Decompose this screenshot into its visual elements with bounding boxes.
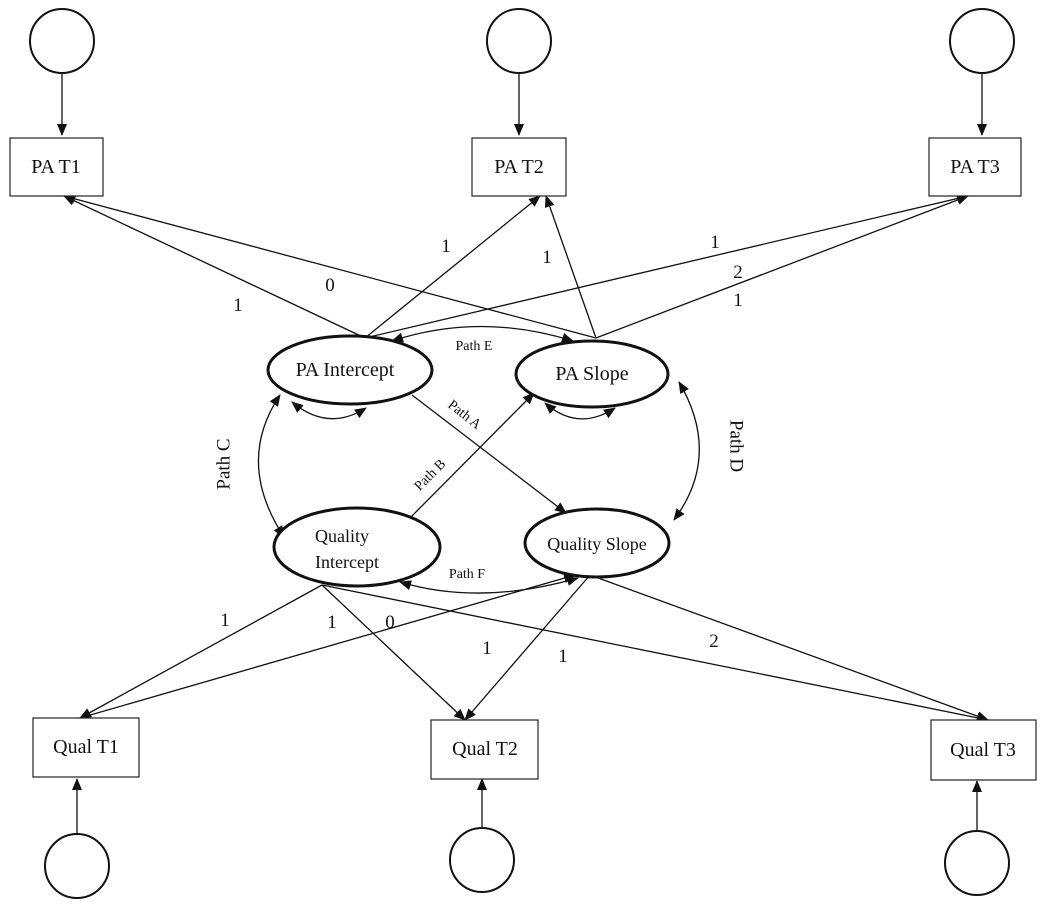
qual-t1-error-circle <box>44 833 110 899</box>
loading-qual-intercept-t1: 1 <box>220 610 230 631</box>
loading-qual-slope-t3: 2 <box>709 631 719 652</box>
path-d-arrow <box>673 381 700 521</box>
path-a-arrow <box>411 394 567 514</box>
quality-slope-to-qual-t1 <box>79 573 576 719</box>
pa-t2-box <box>471 137 567 197</box>
loading-pa-slope-t3-extra: 1 <box>733 290 743 311</box>
loading-pa-intercept-t3: 1 <box>710 232 720 253</box>
loading-pa-intercept-t1: 1 <box>233 295 243 316</box>
path-b-label: Path B <box>412 457 449 494</box>
pa-t1-label: PA T1 <box>31 156 80 178</box>
path-e-label: Path E <box>456 339 493 354</box>
qual-t3-error-circle <box>944 830 1010 896</box>
loading-pa-slope-t1: 0 <box>325 275 335 296</box>
path-c-arrow <box>257 394 285 538</box>
pa-t3-label: PA T3 <box>950 156 999 178</box>
quality-intercept-to-qual-t2 <box>321 584 466 721</box>
qual-t1-box <box>32 717 140 778</box>
loading-qual-intercept-t3: 0 <box>385 612 395 633</box>
loading-qual-slope-t2: 1 <box>558 646 568 667</box>
pa-slope-to-pa-t2 <box>544 195 597 339</box>
loading-qual-slope-t1: 1 <box>482 638 492 659</box>
pa-slope-variance-arc <box>544 402 616 420</box>
path-a-label: Path A <box>445 398 485 434</box>
pa-t3-box <box>928 137 1022 197</box>
pa-intercept-to-pa-t3 <box>364 193 969 339</box>
pa-slope-ellipse <box>514 339 670 409</box>
pa-slope-to-pa-t3 <box>595 195 969 339</box>
qual-t1-label: Qual T1 <box>53 736 119 758</box>
pa-intercept-label: PA Intercept <box>296 359 395 381</box>
loading-pa-intercept-t2: 1 <box>441 236 451 257</box>
path-f-arrow <box>399 576 579 594</box>
quality-slope-label: Quality Slope <box>547 534 647 554</box>
path-e-arrow <box>391 325 574 343</box>
qual-t2-box <box>430 719 539 780</box>
qual-t2-error-circle <box>449 827 515 893</box>
pa-t1-error-circle <box>29 8 95 74</box>
quality-slope-to-qual-t3 <box>589 574 989 721</box>
loading-qual-intercept-t2: 1 <box>327 612 337 633</box>
path-b-arrow <box>407 392 535 521</box>
quality-slope-to-qual-t2 <box>464 574 591 721</box>
pa-t1-box <box>9 137 104 197</box>
path-c-label: Path C <box>214 438 235 489</box>
pa-intercept-ellipse <box>266 334 434 406</box>
quality-intercept-to-qual-t3 <box>321 584 989 723</box>
quality-intercept-label-line2: Intercept <box>315 552 379 572</box>
pa-intercept-variance-arc <box>291 401 367 420</box>
quality-intercept-ellipse <box>272 506 442 588</box>
pa-t3-error-circle <box>949 8 1015 74</box>
pa-intercept-to-pa-t2 <box>364 195 541 339</box>
path-d-label: Path D <box>726 420 747 472</box>
qual-t3-box <box>930 719 1037 781</box>
pa-t2-label: PA T2 <box>494 156 543 178</box>
pa-slope-label: PA Slope <box>555 363 628 385</box>
quality-intercept-to-qual-t1 <box>79 584 323 719</box>
pa-intercept-to-pa-t1 <box>63 195 366 339</box>
qual-t2-label: Qual T2 <box>452 738 518 760</box>
quality-intercept-label-line1: Quality <box>315 526 369 546</box>
loading-pa-slope-t2: 1 <box>542 247 552 268</box>
loading-pa-slope-t3: 2 <box>733 262 743 283</box>
pa-t2-error-circle <box>486 8 552 74</box>
quality-slope-ellipse <box>523 507 671 579</box>
pa-slope-to-pa-t1 <box>63 194 597 339</box>
qual-t3-label: Qual T3 <box>950 739 1016 761</box>
path-f-label: Path F <box>449 567 485 582</box>
